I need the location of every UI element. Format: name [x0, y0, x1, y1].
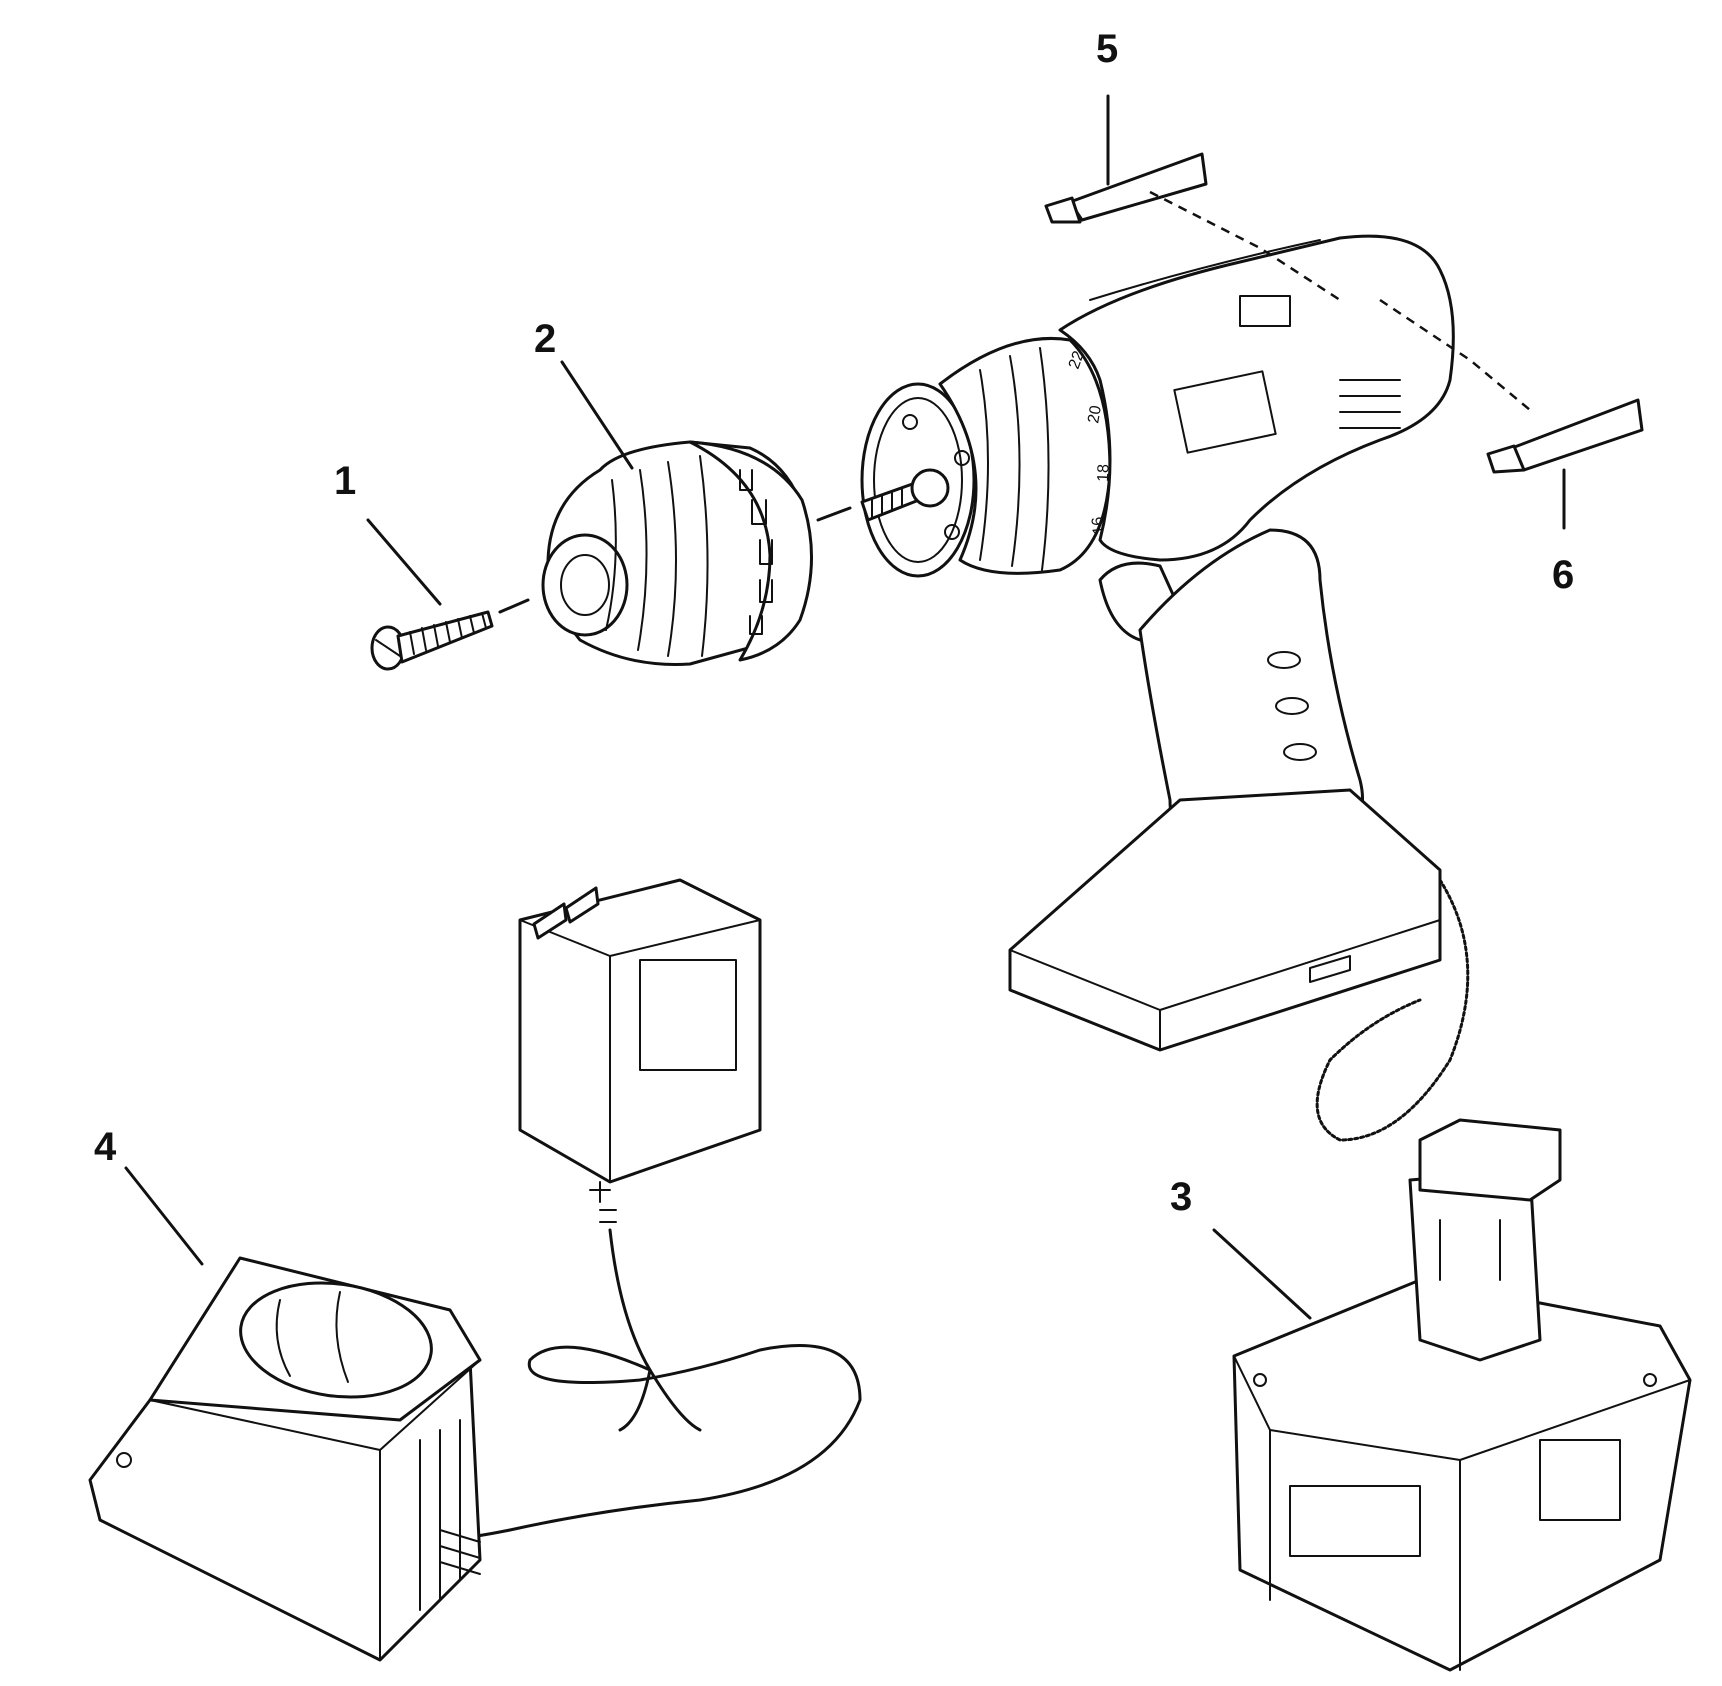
- bit-part-6: [1486, 398, 1644, 474]
- leader-line-2: [560, 360, 634, 470]
- screw-part: [370, 598, 530, 671]
- callout-label-4: 4: [94, 1125, 117, 1169]
- chuck-part: [541, 440, 813, 666]
- clutch-mark-22: 22: [1066, 349, 1088, 372]
- leader-line-3: [1212, 1228, 1312, 1320]
- leader-line-4: [124, 1166, 204, 1266]
- callout-label-2: 2: [534, 317, 556, 361]
- assembly-axis-line: [816, 506, 852, 522]
- bit-6-dashed-path: [1379, 298, 1531, 411]
- callout-label-3: 3: [1170, 1175, 1192, 1219]
- clutch-mark-20: 20: [1085, 404, 1105, 425]
- wall-adapter-part: [438, 878, 862, 1542]
- charger-base-part: [88, 1256, 482, 1662]
- leader-line-1: [366, 518, 442, 606]
- callout-label-5: 5: [1096, 27, 1118, 71]
- bit-part-5: [1044, 152, 1208, 224]
- battery-pack-part: [1232, 1118, 1692, 1672]
- callout-label-1: 1: [334, 459, 356, 503]
- callout-label-6: 6: [1552, 553, 1574, 597]
- drill-body: 22 20 18 16: [860, 234, 1470, 1142]
